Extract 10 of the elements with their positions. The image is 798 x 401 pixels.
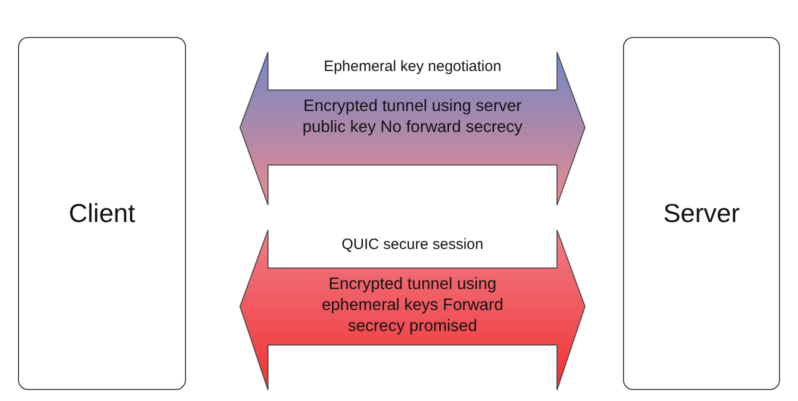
double-arrow	[239, 52, 586, 206]
endpoint-box	[18, 37, 186, 390]
double-arrow	[239, 230, 586, 390]
arrow-description: Encrypted tunnel using server public key No forward secrecy	[301, 96, 524, 138]
endpoint-box	[623, 37, 780, 390]
arrow-description: Encrypted tunnel using ephemeral keys Forward secrecy promised	[320, 274, 504, 337]
edge-label: Ephemeral key negotiation	[322, 58, 502, 75]
node-label: Server	[663, 198, 740, 229]
node-label: Client	[68, 198, 136, 229]
edge-label: QUIC secure session	[340, 236, 484, 253]
